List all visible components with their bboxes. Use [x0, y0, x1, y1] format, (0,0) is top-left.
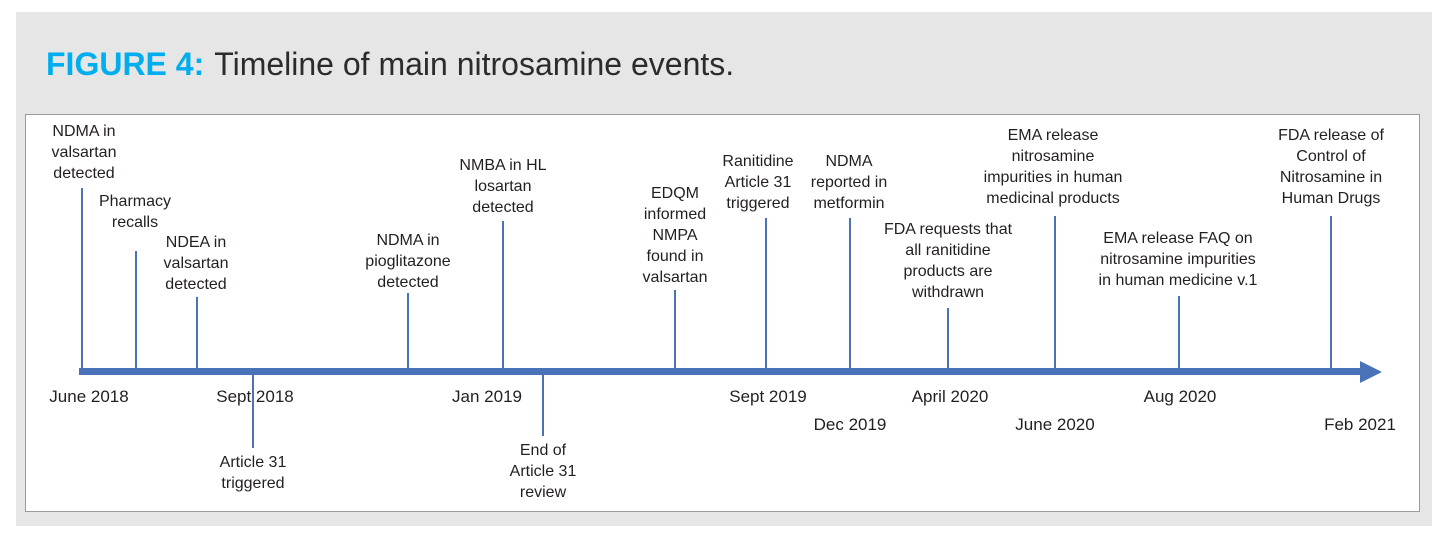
- event-tick-line: [849, 218, 851, 368]
- event-tick-line: [135, 251, 137, 368]
- timeline-date-label: June 2020: [1015, 415, 1095, 434]
- event-tick-line: [674, 290, 676, 368]
- event-tick-line: [196, 297, 198, 368]
- event-tick-line: [765, 218, 767, 368]
- timeline-event-label: EDQM informed NMPA found in valsartan: [642, 185, 708, 286]
- timeline-axis-arrowhead: [1360, 360, 1382, 383]
- timeline-event-label: FDA release of Control of Nitrosamine in…: [1278, 127, 1384, 207]
- event-tick-line: [1054, 216, 1056, 368]
- timeline-date-label: Feb 2021: [1324, 415, 1396, 434]
- timeline-axis: [79, 368, 1360, 375]
- timeline-event-label: NDMA in valsartan detected: [51, 123, 117, 182]
- event-tick-line: [407, 293, 409, 368]
- event-tick-line: [502, 221, 504, 368]
- event-tick-line: [542, 375, 544, 436]
- figure-title: FIGURE 4:Timeline of main nitrosamine ev…: [46, 46, 734, 83]
- event-tick-line: [947, 308, 949, 368]
- event-tick-line: [1178, 296, 1180, 368]
- figure-caption: Timeline of main nitrosamine events.: [214, 46, 735, 82]
- timeline-event-label: NDMA reported in metformin: [810, 153, 888, 212]
- timeline-event-label: End of Article 31 review: [509, 442, 577, 501]
- event-tick-line: [252, 375, 254, 448]
- timeline-event-label: Article 31 triggered: [219, 454, 287, 492]
- timeline-event-label: NDEA in valsartan detected: [163, 234, 229, 293]
- timeline-event-label: NDMA in pioglitazone detected: [365, 232, 451, 291]
- timeline-date-label: April 2020: [911, 387, 989, 406]
- timeline-date-label: Sept 2019: [729, 387, 807, 406]
- figure-label: FIGURE 4:: [46, 46, 205, 82]
- event-tick-line: [81, 188, 83, 368]
- timeline-event-label: Pharmacy recalls: [98, 193, 172, 231]
- timeline-date-label: Aug 2020: [1143, 387, 1217, 406]
- timeline-plot-area: [25, 114, 1420, 512]
- timeline-event-label: FDA requests that all ranitidine product…: [883, 221, 1013, 301]
- timeline-date-label: Dec 2019: [813, 415, 887, 434]
- timeline-event-label: EMA release FAQ on nitrosamine impuritie…: [1098, 230, 1258, 289]
- timeline-date-label: Jan 2019: [452, 387, 522, 406]
- event-tick-line: [1330, 216, 1332, 368]
- timeline-event-label: Ranitidine Article 31 triggered: [722, 153, 794, 212]
- timeline-event-label: NMBA in HL losartan detected: [459, 157, 547, 216]
- timeline-date-label: Sept 2018: [216, 387, 294, 406]
- timeline-event-label: EMA release nitrosamine impurities in hu…: [983, 127, 1123, 207]
- timeline-date-label: June 2018: [49, 387, 129, 406]
